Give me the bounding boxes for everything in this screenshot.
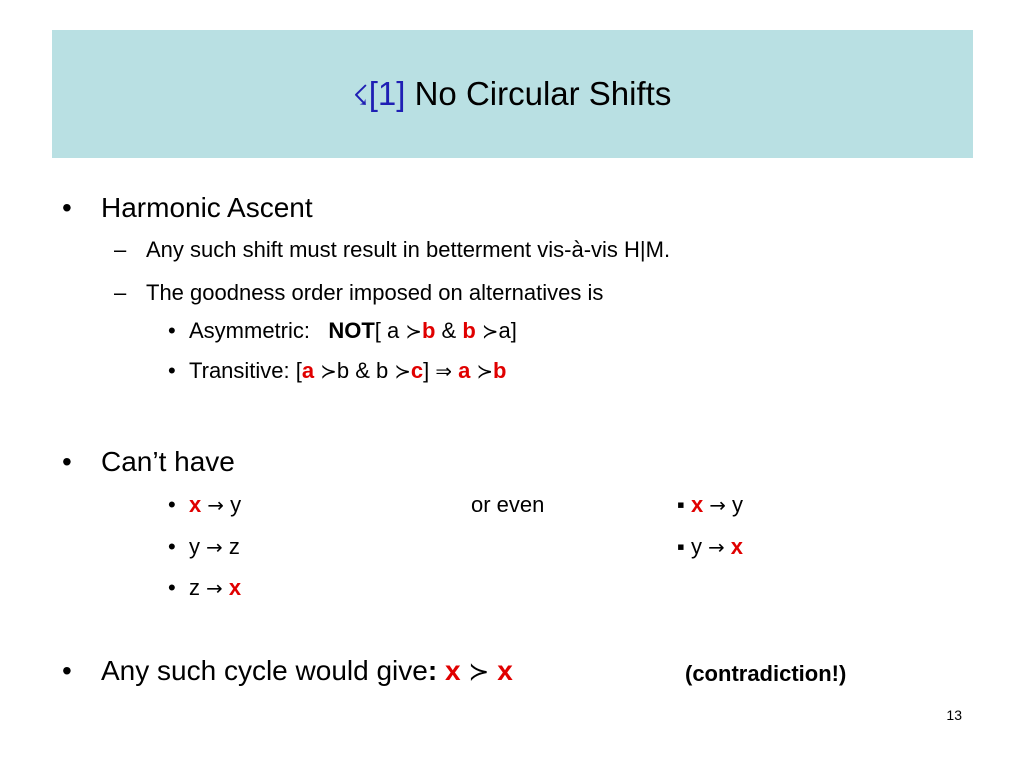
title-reference: [1]	[368, 75, 406, 112]
or-even-label: or even	[471, 492, 545, 517]
implies-symbol: ⇒	[435, 360, 452, 383]
sub-bullet-betterment: Any such shift must result in betterment…	[146, 237, 671, 262]
bullet: •	[62, 446, 72, 477]
bullet: •	[62, 192, 72, 223]
dash: –	[114, 237, 127, 262]
transitive-line: Transitive: [a ≻b & b ≻c] ⇒ a ≻b	[189, 358, 507, 383]
title-banner	[52, 30, 973, 158]
lightning-bolt-icon: ☇	[352, 79, 369, 112]
bullet: •	[168, 358, 176, 383]
cycle-line-2: y → z	[189, 534, 240, 559]
contradiction-note: (contradiction!)	[685, 661, 847, 686]
bullet-cant-have: Can’t have	[101, 446, 235, 477]
alt-cycle-line-1: ▪ x → y	[677, 492, 744, 517]
bullet: •	[168, 534, 176, 559]
cycle-line-1: x → y	[189, 492, 242, 517]
bullet: •	[168, 575, 176, 600]
bullet: •	[168, 492, 176, 517]
sub-bullet-goodness-order: The goodness order imposed on alternativ…	[146, 280, 604, 305]
alt-cycle-line-2: ▪ y → x	[677, 534, 744, 559]
cycle-line-3: z → x	[189, 575, 242, 600]
bullet: •	[168, 318, 176, 343]
bullet-cycle: Any such cycle would give: x ≻ x	[101, 655, 513, 686]
page-number: 13	[946, 707, 962, 723]
dash: –	[114, 280, 127, 305]
bullet-harmonic-ascent: Harmonic Ascent	[101, 192, 313, 223]
title-text: No Circular Shifts	[405, 75, 672, 112]
slide-title: ☇[1] No Circular Shifts	[0, 72, 1024, 118]
asymmetric-line: Asymmetric: NOT[ a ≻b & b ≻a]	[189, 318, 517, 343]
bullet: •	[62, 655, 72, 686]
